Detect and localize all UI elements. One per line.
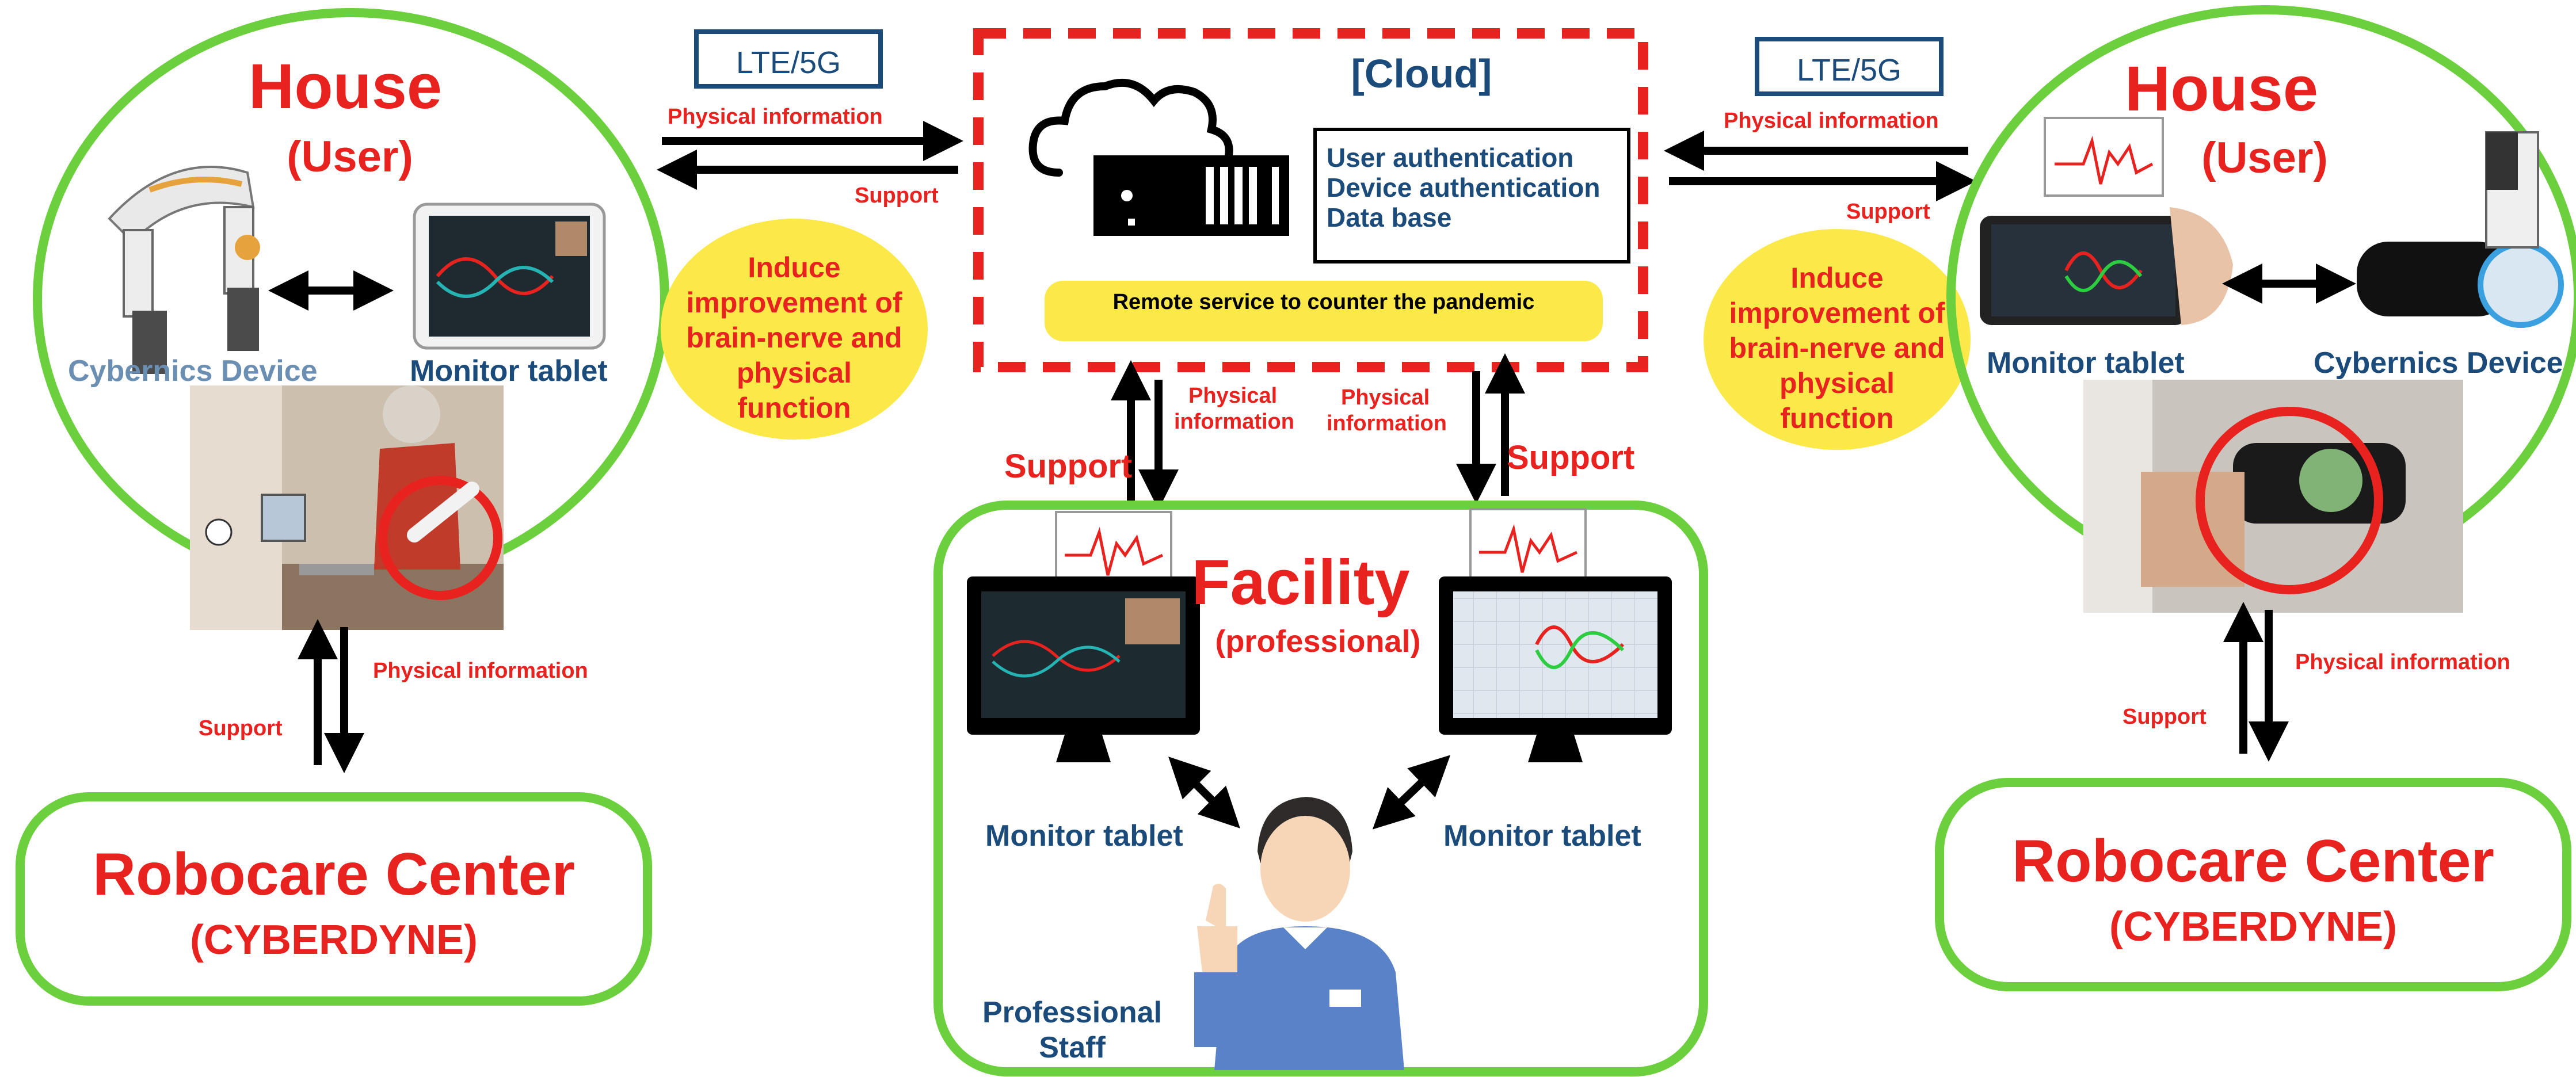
cybernics-device-label: Cybernics Device xyxy=(68,354,318,388)
ecg-card-icon xyxy=(2044,117,2164,197)
house-left: House (User) Cybernics Device Monitor ta… xyxy=(33,8,669,773)
cloud-service-item: Data base xyxy=(1327,203,1451,232)
monitor-tablet-right-label: Monitor tablet xyxy=(1987,346,2185,380)
robocare-right-title: Robocare Center xyxy=(2012,828,2494,895)
lte-right-label: LTE/5G xyxy=(1797,53,1901,87)
facility-monitor-left xyxy=(967,576,1200,762)
mid-left-support-label: Support xyxy=(1004,448,1132,485)
robocare-left-box xyxy=(16,792,652,1006)
bubble-right-line: improvement of xyxy=(1729,297,1945,329)
user-photo xyxy=(190,385,504,630)
ecg-card-right-icon xyxy=(1469,508,1587,584)
cloud-banner-text: Remote service to counter the pandemic xyxy=(1113,290,1535,314)
cloud-service-item: User authentication xyxy=(1327,143,1573,173)
server-icon xyxy=(1093,155,1289,236)
house-left-subtitle: (User) xyxy=(287,132,413,181)
house-right-subtitle: (User) xyxy=(2201,133,2328,182)
facility-monitor-right xyxy=(1439,576,1672,762)
monitor-tablet-label: Monitor tablet xyxy=(410,354,608,388)
bubble-right-line: function xyxy=(1780,402,1893,434)
house-right-title: House xyxy=(2125,54,2318,124)
monitor-right-staff-arrow xyxy=(1372,755,1451,830)
professional-staff-label: Staff xyxy=(1039,1031,1106,1064)
facility-monitor-right-label: Monitor tablet xyxy=(1443,819,1641,853)
bubble-right-line: brain-nerve and xyxy=(1729,332,1945,364)
left-phys-label: Physical information xyxy=(668,105,883,129)
device-highlight-circle xyxy=(378,476,502,600)
bubble-right-line: physical xyxy=(1779,367,1895,399)
mid-right-support-label: Support xyxy=(1507,439,1634,476)
mid-left-phys-label: information xyxy=(1174,410,1294,434)
facility-title: Facility xyxy=(1191,547,1409,618)
facility-section: Facility (professional) Monitor tablet M… xyxy=(933,501,1708,1076)
mid-left-phys-label: Physical xyxy=(1188,384,1277,408)
robocare-right-box xyxy=(1935,778,2571,991)
cybernics-device-right-label: Cybernics Device xyxy=(2314,346,2563,380)
robocare-left-subtitle: (CYBERDYNE) xyxy=(190,917,478,963)
robocare-left: Robocare Center (CYBERDYNE) xyxy=(16,792,652,1006)
mid-right-phys-label: Physical xyxy=(1341,385,1430,410)
lte-left-box xyxy=(694,29,883,89)
cybernics-device-image xyxy=(108,166,260,374)
ecg-card-left-icon xyxy=(1055,511,1172,587)
lte-right-box xyxy=(1755,37,1944,96)
cloud-banner xyxy=(1045,281,1603,341)
bubble-left-line: Induce xyxy=(748,251,840,284)
house-right: House (User) Monitor tablet Cybernics De… xyxy=(1946,5,2576,762)
bubble-left-line: improvement of xyxy=(686,287,902,319)
bubble-right-line: Induce xyxy=(1790,262,1883,294)
user-photo-right xyxy=(2083,380,2463,613)
bubble-left-line: function xyxy=(737,392,851,424)
cloud-icon xyxy=(1028,78,1233,177)
facility-box xyxy=(933,501,1708,1076)
bubble-right xyxy=(1704,229,1971,450)
cybernics-device-right-image xyxy=(2357,131,2564,328)
cloud-dashed-box xyxy=(973,28,1648,372)
professional-staff-label: Professional xyxy=(982,996,1162,1029)
bl-phys-label: Physical information xyxy=(373,659,588,683)
device-highlight-circle-right xyxy=(2196,407,2383,594)
cloud-section: [Cloud] User authentication Device authe… xyxy=(973,28,1648,372)
cloud-services-box xyxy=(1313,128,1630,263)
mid-right-phys-label: information xyxy=(1327,411,1447,436)
bubble-left-line: physical xyxy=(737,357,852,389)
professional-staff-image xyxy=(1194,797,1404,1070)
lte-left-label: LTE/5G xyxy=(736,45,841,80)
left-support-label: Support xyxy=(855,184,939,208)
bubble-left-line: brain-nerve and xyxy=(686,322,902,354)
monitor-phone-image xyxy=(1980,207,2233,325)
robocare-right: Robocare Center (CYBERDYNE) xyxy=(1935,778,2571,991)
monitor-tablet-image xyxy=(413,203,606,350)
facility-subtitle: (professional) xyxy=(1215,624,1420,659)
bubble-right-text: Induce improvement of brain-nerve and ph… xyxy=(1729,262,1945,434)
cloud-service-item: Device authentication xyxy=(1327,173,1600,203)
br-phys-label: Physical information xyxy=(2295,650,2510,674)
bl-support-label: Support xyxy=(199,716,283,740)
robocare-right-subtitle: (CYBERDYNE) xyxy=(2109,904,2397,950)
bubble-left-text: Induce improvement of brain-nerve and ph… xyxy=(686,251,902,424)
right-phys-label: Physical information xyxy=(1724,109,1939,133)
right-support-label: Support xyxy=(1846,200,1930,224)
house-left-title: House xyxy=(249,51,442,122)
robocare-left-title: Robocare Center xyxy=(93,841,575,908)
br-support-label: Support xyxy=(2122,705,2207,729)
monitor-left-staff-arrow xyxy=(1168,757,1240,828)
facility-monitor-left-label: Monitor tablet xyxy=(985,819,1183,853)
bubble-left xyxy=(661,219,928,440)
cloud-title: [Cloud] xyxy=(1351,51,1492,96)
